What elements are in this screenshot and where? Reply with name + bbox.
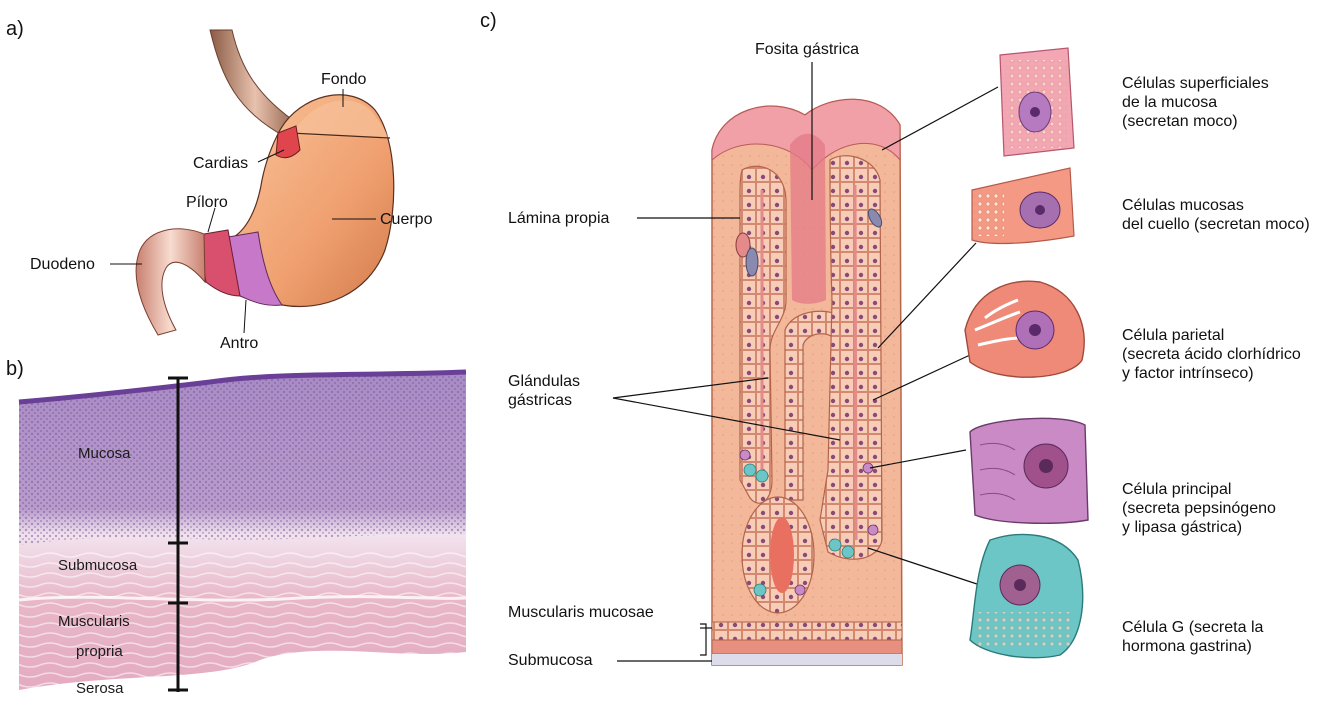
cell-mucous-neck	[972, 168, 1074, 243]
cell-label-parietal-line1: Célula parietal	[1122, 326, 1301, 345]
cell-label-superficial-line3: (secretan moco)	[1122, 112, 1269, 131]
label-muscularis-2: propria	[76, 643, 123, 660]
label-lamina-propia: Lámina propia	[508, 209, 609, 228]
label-mucosa: Mucosa	[78, 445, 131, 462]
cell-superficial-mucosa	[1000, 48, 1074, 156]
cell-g	[970, 535, 1083, 658]
label-muscularis-1: Muscularis	[58, 613, 130, 630]
label-fosita-gastrica: Fosita gástrica	[755, 40, 859, 59]
label-muscularis-mucosae: Muscularis mucosae	[508, 603, 654, 622]
cell-label-chief-line3: y lipasa gástrica)	[1122, 518, 1276, 537]
cell-label-superficial: Células superficiales de la mucosa (secr…	[1122, 74, 1269, 131]
cell-label-superficial-line2: de la mucosa	[1122, 93, 1269, 112]
cell-label-g: Célula G (secreta la hormona gastrina)	[1122, 618, 1263, 656]
duodenum	[136, 229, 205, 335]
cell-label-parietal: Célula parietal (secreta ácido clorhídri…	[1122, 326, 1301, 383]
cell-label-mucous-neck: Células mucosas del cuello (secretan moc…	[1122, 196, 1310, 234]
label-submucosa-gland: Submucosa	[508, 651, 593, 670]
label-fondo: Fondo	[321, 70, 366, 89]
cell-label-parietal-line3: y factor intrínseco)	[1122, 364, 1301, 383]
cell-label-mucous-neck-line2: del cuello (secretan moco)	[1122, 215, 1310, 234]
label-piloro: Píloro	[186, 193, 228, 212]
label-glandulas-1: Glándulas	[508, 372, 580, 391]
label-duodeno: Duodeno	[30, 255, 95, 274]
panel-label-c: c)	[480, 10, 497, 32]
label-submucosa: Submucosa	[58, 557, 137, 574]
label-antro: Antro	[220, 334, 258, 353]
cell-label-superficial-line1: Células superficiales	[1122, 74, 1269, 93]
panel-label-b: b)	[6, 358, 24, 380]
label-cardias: Cardias	[193, 154, 248, 173]
cell-label-chief-line2: (secreta pepsinógeno	[1122, 499, 1276, 518]
cell-label-chief-line1: Célula principal	[1122, 480, 1276, 499]
cell-label-chief: Célula principal (secreta pepsinógeno y …	[1122, 480, 1276, 537]
label-serosa: Serosa	[76, 680, 124, 697]
cell-parietal	[965, 281, 1084, 377]
label-cuerpo: Cuerpo	[380, 210, 432, 229]
cell-label-mucous-neck-line1: Células mucosas	[1122, 196, 1310, 215]
cell-label-g-line2: hormona gastrina)	[1122, 637, 1263, 656]
label-glandulas-2: gástricas	[508, 391, 572, 410]
cell-chief	[970, 418, 1088, 523]
cell-label-g-line1: Célula G (secreta la	[1122, 618, 1263, 637]
gastric-pit	[790, 134, 826, 304]
gastric-gland-illustration	[613, 62, 998, 665]
panel-label-a: a)	[6, 18, 24, 40]
cell-label-parietal-line2: (secreta ácido clorhídrico	[1122, 345, 1301, 364]
esophagus	[210, 30, 300, 135]
